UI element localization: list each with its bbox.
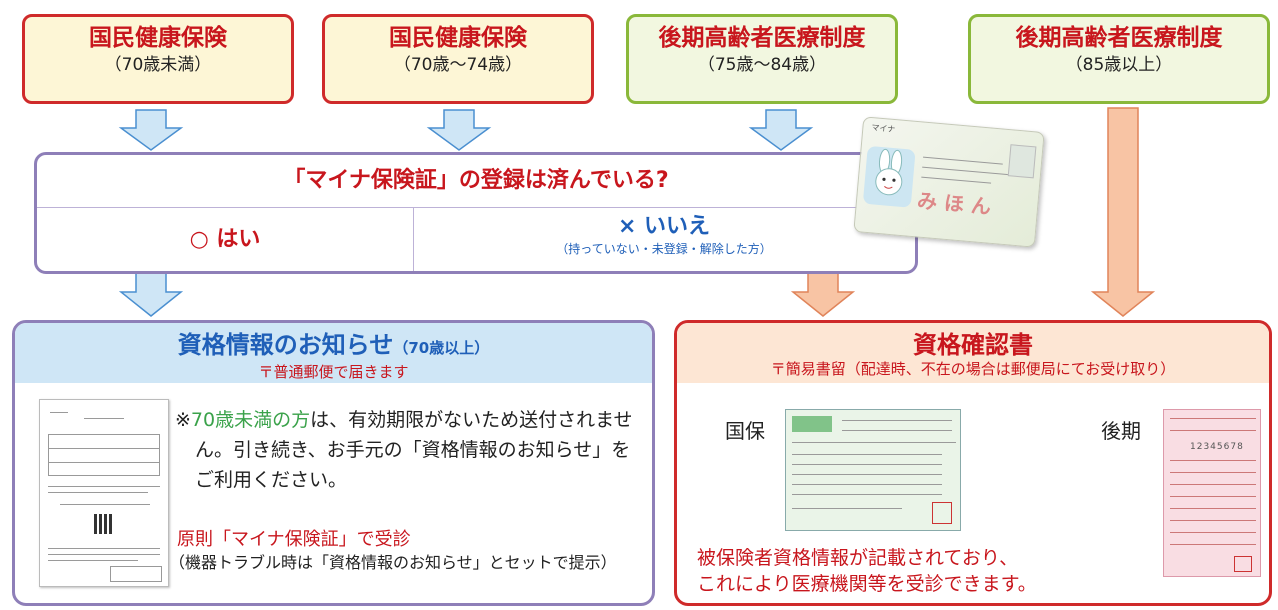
box-kouki-75-84: 後期高齢者医療制度 （75歳〜84歳） (626, 14, 898, 104)
question-title: 「マイナ保険証」の登録は済んでいる? (37, 155, 915, 208)
box-kokuho-70-74: 国民健康保険 （70歳〜74歳） (322, 14, 594, 104)
notice-rule: 原則「マイナ保険証」で受診 (177, 529, 411, 550)
description-line-2: これにより医療機関等を受診できます。 (697, 573, 1037, 595)
arrow-down-1 (118, 109, 184, 151)
kouki-number: 12345678 (1190, 442, 1244, 452)
card-label: マイナ (871, 123, 896, 135)
answer-no: × いいえ （持っていない・未登録・解除した方） (413, 207, 915, 271)
label-kouki: 後期 (1101, 419, 1141, 443)
certificate-description: 被保険者資格情報が記載されており、 これにより医療機関等を受診できます。 (697, 545, 1157, 597)
qr-code-icon (94, 514, 114, 534)
answer-no-label: × いいえ (617, 214, 711, 239)
arrow-down-85 (1090, 107, 1156, 317)
box-kokuho-under70: 国民健康保険 （70歳未満） (22, 14, 294, 104)
notice-title: 資格情報のお知らせ (177, 331, 394, 359)
notice-document-image (39, 399, 169, 587)
card-mascot (862, 145, 916, 208)
kouki-certificate-image: 12345678 (1163, 409, 1261, 577)
notice-note: ※70歳未満の方は、有効期限がないため送付されません。引き続き、お手元の「資格情… (175, 405, 645, 495)
arrow-down-no (790, 271, 856, 317)
card-photo (1007, 144, 1037, 179)
answer-yes: ○ はい (37, 207, 414, 271)
mynumber-card-image: マイナ み ほ ん (853, 116, 1045, 248)
card-sample-name: み ほ ん (916, 188, 992, 219)
arrow-down-yes (118, 271, 184, 317)
box-kouki-85plus: 後期高齢者医療制度 （85歳以上） (968, 14, 1270, 104)
arrow-down-2 (426, 109, 492, 151)
box-subtitle: （85歳以上） (1065, 55, 1173, 75)
box-subtitle: （75歳〜84歳） (697, 55, 827, 75)
note-text: は、有効期限がないため送付されません。引き続き、お手元の「資格情報のお知らせ」を… (195, 409, 633, 491)
description-line-1: 被保険者資格情報が記載されており、 (697, 547, 1019, 569)
seal-stamp-icon (932, 502, 952, 524)
notice-subtitle: 〒普通郵便で届きます (258, 363, 409, 381)
box-title: 国民健康保険 (389, 25, 527, 51)
box-title: 国民健康保険 (89, 25, 227, 51)
seal-stamp-icon (1234, 556, 1252, 572)
notice-rule-note: （機器トラブル時は「資格情報のお知らせ」とセットで提示） (169, 553, 617, 572)
box-subtitle: （70歳未満） (104, 55, 212, 75)
notice-header: 資格情報のお知らせ（70歳以上） 〒普通郵便で届きます (15, 323, 652, 383)
box-title: 後期高齢者医療制度 (658, 25, 866, 51)
certificate-box: 資格確認書 〒簡易書留（配達時、不在の場合は郵便局にてお受け取り） 国保 後期 … (674, 320, 1272, 606)
box-subtitle: （70歳〜74歳） (393, 55, 523, 75)
question-box: 「マイナ保険証」の登録は済んでいる? ○ はい × いいえ （持っていない・未登… (34, 152, 918, 274)
kokuho-certificate-image (785, 409, 961, 531)
rabbit-mascot-icon (875, 148, 903, 196)
note-mark: ※ (175, 409, 191, 431)
certificate-subtitle: 〒簡易書留（配達時、不在の場合は郵便局にてお受け取り） (770, 360, 1176, 378)
label-kokuho: 国保 (725, 419, 765, 443)
arrow-down-3 (748, 109, 814, 151)
notice-title-suffix: （70歳以上） (393, 339, 490, 357)
answer-no-note: （持っていない・未登録・解除した方） (556, 242, 772, 256)
certificate-header: 資格確認書 〒簡易書留（配達時、不在の場合は郵便局にてお受け取り） (677, 323, 1269, 383)
box-title: 後期高齢者医療制度 (1015, 25, 1223, 51)
note-highlight: 70歳未満の方 (190, 409, 311, 431)
certificate-title: 資格確認書 (913, 331, 1033, 359)
notice-box: 資格情報のお知らせ（70歳以上） 〒普通郵便で届きます ※70歳未満の方は、有効… (12, 320, 655, 606)
